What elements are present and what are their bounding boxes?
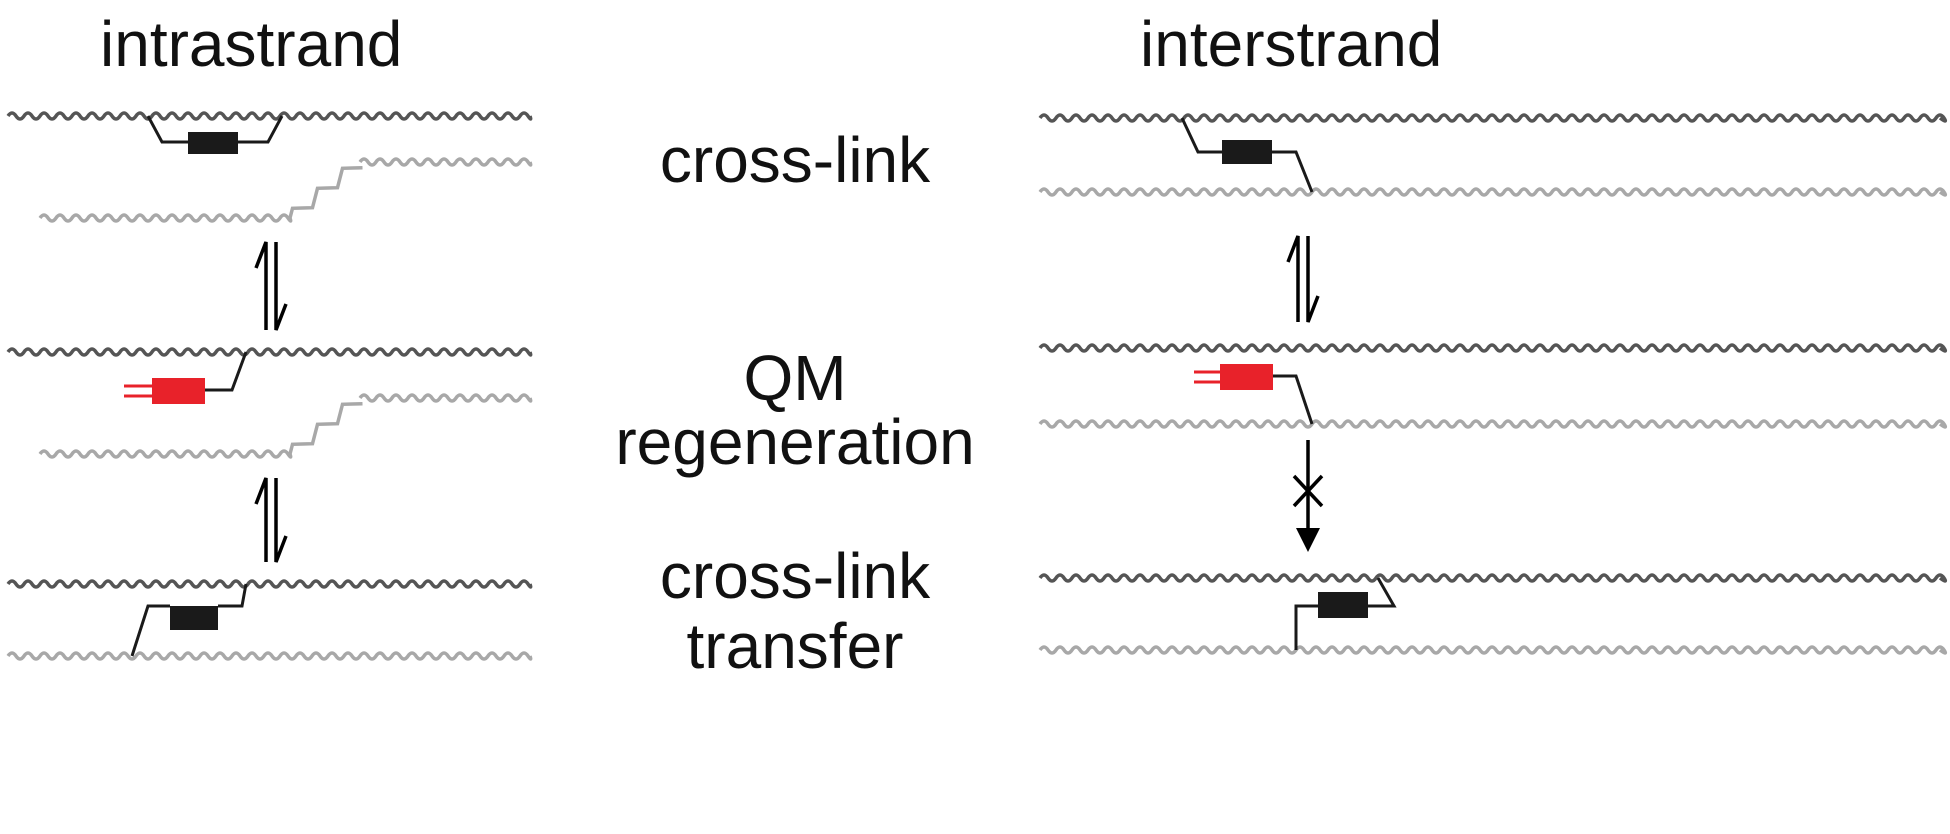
left-row3-top-strand [6, 579, 533, 589]
equilibrium-arrow-icon [254, 241, 268, 330]
right-row1-bottom-strand [1038, 187, 1948, 197]
left-row3-bottom-strand [6, 651, 533, 661]
left-row2-linker [205, 351, 248, 392]
left-row2-qm [152, 378, 205, 404]
right-row2-linker [1273, 374, 1314, 425]
right-row2-bottom-strand [1038, 419, 1948, 429]
right-row1-linker-right [1272, 150, 1314, 193]
left-row2-bottom-strand [38, 393, 533, 459]
transfer-label-line2: transfer [686, 610, 904, 682]
left-row1-top-strand [6, 111, 533, 121]
regeneration-label: regeneration [615, 406, 975, 478]
equilibrium-arrow-icon [1286, 235, 1300, 322]
qm-label: QM [743, 342, 847, 414]
right-row2-top-strand [1038, 343, 1948, 353]
right-row3-bottom-strand [1038, 645, 1948, 655]
left-row3-linker-right [218, 583, 248, 608]
left-row1-linker-right [238, 115, 284, 144]
left-row3-linker-left [130, 604, 170, 657]
right-row3-linker-right [1368, 577, 1397, 608]
right-equilibrium [1286, 235, 1320, 323]
interstrand-heading: interstrand [1140, 8, 1443, 80]
left-equilibrium-1 [254, 241, 288, 331]
right-row3-linker-left [1294, 604, 1318, 650]
transfer-label-line1: cross-link [659, 540, 931, 612]
intrastrand-heading: intrastrand [100, 8, 403, 80]
left-row1-adduct [188, 132, 238, 154]
right-row1-top-strand [1038, 113, 1948, 123]
crosslink-label: cross-link [659, 124, 931, 196]
right-row2-qm [1220, 364, 1273, 390]
blocked-arrow-head [1296, 528, 1320, 552]
right-row1-linker-left [1180, 117, 1222, 154]
left-equilibrium-2 [254, 477, 288, 563]
left-row3-adduct [170, 606, 218, 630]
left-row1-linker [146, 115, 188, 144]
equilibrium-arrow-icon [254, 477, 268, 562]
right-row3-adduct [1318, 592, 1368, 618]
right-row1-adduct [1222, 140, 1272, 164]
left-row1-bottom-strand [38, 157, 533, 223]
right-row3-top-strand [1038, 573, 1948, 583]
left-row2-top-strand [6, 347, 533, 357]
blocked-arrow-icon [1292, 440, 1324, 544]
